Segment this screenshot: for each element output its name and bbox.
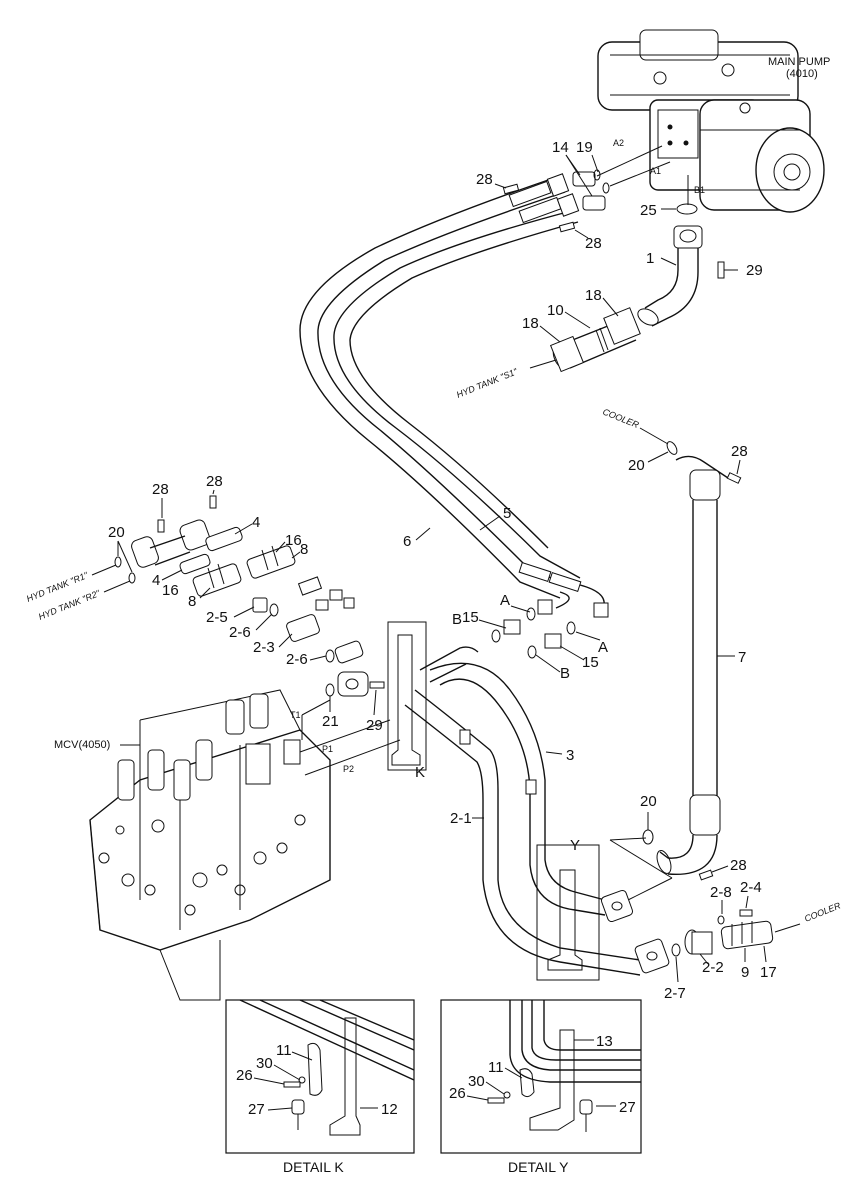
callout-28-pump-upper: 28 — [476, 171, 493, 188]
main-pump-label-line1: MAIN PUMP — [768, 56, 830, 68]
detail-k-callout-26: 26 — [236, 1067, 253, 1084]
callout-a-lower: A — [598, 639, 608, 656]
callout-28-left-2: 28 — [206, 473, 223, 490]
detail-k-callout-12: 12 — [381, 1101, 398, 1118]
callout-a-upper: A — [500, 592, 510, 609]
detail-k-caption: DETAIL K — [283, 1159, 344, 1175]
mcv-label: MCV(4050) — [54, 739, 110, 751]
port-a1-label: A1 — [650, 166, 661, 176]
callout-7: 7 — [738, 649, 746, 666]
callout-20-cooler-top: 20 — [628, 457, 645, 474]
main-pump: MAIN PUMP (4010) — [597, 29, 830, 213]
callout-4-upper: 4 — [252, 514, 260, 531]
port-p1-label: P1 — [322, 744, 333, 754]
port-p2-label: P2 — [343, 764, 354, 774]
callout-3: 3 — [566, 747, 574, 764]
hose-5-6-assembly — [299, 175, 581, 599]
detail-y-caption: DETAIL Y — [508, 1159, 569, 1175]
callout-16-lower: 16 — [162, 582, 179, 599]
callout-18-top: 18 — [585, 287, 602, 304]
callout-29-pump: 29 — [746, 262, 763, 279]
main-pump-label-line2: (4010) — [786, 68, 818, 80]
port-b1-label: B1 — [694, 185, 705, 195]
callout-28-cooler-bottom: 28 — [730, 857, 747, 874]
callout-k: K — [415, 764, 425, 781]
label-cooler-top: COOLER — [601, 407, 640, 431]
detail-k-callout-11: 11 — [276, 1042, 292, 1059]
suction-hose-10 — [549, 307, 641, 373]
callout-b-upper: B — [452, 611, 462, 628]
callout-20-cooler-bottom: 20 — [640, 793, 657, 810]
o-ring-25 — [676, 203, 698, 215]
tank-return-flanges — [131, 519, 296, 597]
callout-2-6-lower: 2-6 — [286, 651, 308, 668]
callout-28-cooler-top: 28 — [731, 443, 748, 460]
callout-21: 21 — [322, 713, 339, 730]
detail-k-callout-27: 27 — [248, 1101, 265, 1118]
callout-2-4: 2-4 — [740, 879, 762, 896]
callout-6: 6 — [403, 533, 411, 550]
callout-16-upper: 16 — [285, 532, 302, 549]
flange-29 — [337, 671, 369, 697]
callout-2-7: 2-7 — [664, 985, 686, 1002]
mcv-body — [89, 689, 331, 1001]
suction-pipe-1 — [637, 225, 703, 327]
callout-17: 17 — [760, 964, 777, 981]
cooler-hose-7 — [656, 455, 729, 876]
callout-28-pump-lower: 28 — [585, 235, 602, 252]
callout-14: 14 — [552, 139, 569, 156]
callout-2-3: 2-3 — [253, 639, 275, 656]
callout-1: 1 — [646, 250, 654, 267]
callout-2-5: 2-5 — [206, 609, 228, 626]
label-cooler-right: COOLER — [803, 900, 842, 924]
callout-25: 25 — [640, 202, 657, 219]
callout-y: Y — [570, 837, 580, 854]
hose-end-fittings-top — [508, 173, 580, 224]
detail-y-callout-13: 13 — [596, 1033, 613, 1050]
detail-y-callout-30: 30 — [468, 1073, 485, 1090]
callout-4-lower: 4 — [152, 572, 160, 589]
adapter-2-2-and-hose-9 — [671, 909, 774, 957]
callout-19: 19 — [576, 139, 593, 156]
callout-2-8: 2-8 — [710, 884, 732, 901]
callout-5: 5 — [503, 505, 511, 522]
detail-y-callout-26: 26 — [449, 1085, 466, 1102]
callout-15-upper: 15 — [462, 609, 479, 626]
callout-2-2: 2-2 — [702, 959, 724, 976]
label-hyd-tank-s1: HYD TANK "S1" — [455, 366, 520, 400]
detail-y-callout-27: 27 — [619, 1099, 636, 1116]
callout-8-lower: 8 — [188, 593, 196, 610]
return-pipes-2-1-and-3 — [404, 646, 670, 976]
callout-20-tank: 20 — [108, 524, 125, 541]
port-t1-label: T1 — [290, 710, 301, 720]
callout-28-left-1: 28 — [152, 481, 169, 498]
hose-end-fittings-lower — [518, 561, 609, 618]
callout-10: 10 — [547, 302, 564, 319]
callout-9: 9 — [741, 964, 749, 981]
callout-8-upper: 8 — [300, 541, 308, 558]
callout-2-6-upper: 2-6 — [229, 624, 251, 641]
port-a2-label: A2 — [613, 138, 624, 148]
callout-b-lower: B — [560, 665, 570, 682]
fittings-2-3-2-5-2-6 — [252, 576, 364, 664]
detail-k-callout-30: 30 — [256, 1055, 273, 1072]
detail-k: 11 30 26 27 12 — [225, 999, 415, 1154]
callout-15-lower: 15 — [582, 654, 599, 671]
detail-y-callout-11: 11 — [488, 1059, 504, 1076]
callout-18-left: 18 — [522, 315, 539, 332]
callout-2-1: 2-1 — [450, 810, 472, 827]
detail-y: 11 30 26 27 13 — [440, 999, 642, 1154]
